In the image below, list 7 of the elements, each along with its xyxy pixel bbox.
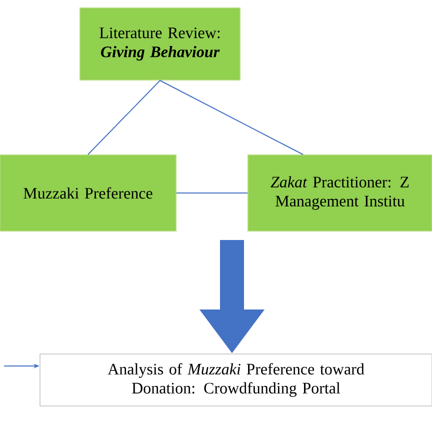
process-box: Analysis of Muzzaki Preference toward Donation: Crowdfunding Portal xyxy=(40,354,432,406)
connector-line xyxy=(88,80,160,155)
process-box: Literature Review: Giving Behaviour xyxy=(80,8,240,80)
connector-line xyxy=(176,192,248,194)
process-box: Zakat Practitioner: Z Management Institu xyxy=(248,154,432,232)
connector-line xyxy=(160,80,304,155)
process-box: Muzzaki Preference xyxy=(0,154,176,232)
